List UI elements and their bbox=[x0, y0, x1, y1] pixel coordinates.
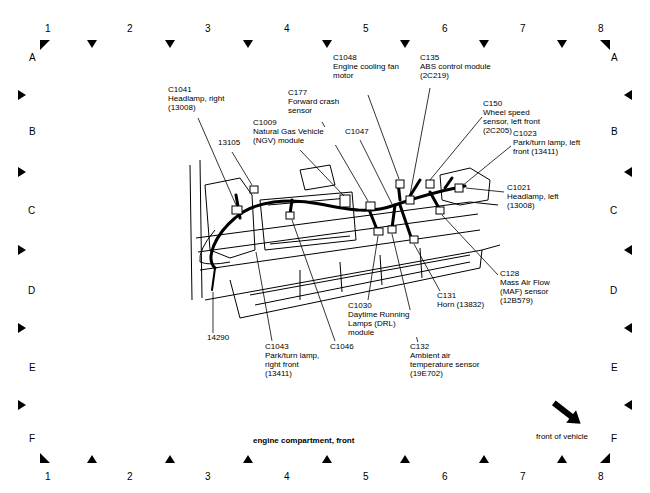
callout-label: C1041 bbox=[168, 85, 192, 94]
grid-reference: D bbox=[28, 285, 35, 296]
callout-label: ABS control module (2C219) bbox=[420, 62, 504, 80]
callout-label: C1009 bbox=[253, 118, 277, 127]
grid-reference: C bbox=[28, 205, 35, 216]
grid-reference: 7 bbox=[520, 23, 526, 34]
grid-reference: E bbox=[611, 362, 618, 373]
grid-reference: 2 bbox=[127, 471, 133, 482]
leader-lines bbox=[198, 88, 511, 343]
callout-label: front of vehicle bbox=[536, 432, 588, 441]
callout-label: C135 bbox=[420, 53, 439, 62]
vehicle-front-structure bbox=[190, 160, 500, 318]
grid-reference: A bbox=[29, 52, 36, 63]
callout-label: Park/turn lamp, right front (13411) bbox=[265, 351, 327, 378]
callout-label: C177 bbox=[288, 88, 307, 97]
grid-reference: 6 bbox=[442, 471, 448, 482]
callout-label: C1046 bbox=[330, 342, 354, 351]
callout-label: 14290 bbox=[207, 333, 229, 342]
callout-label: C1030 bbox=[348, 301, 372, 310]
grid-reference: 8 bbox=[598, 23, 604, 34]
callout-label: C1048 bbox=[333, 53, 357, 62]
callout-label: Daytime Running Lamps (DRL) module bbox=[348, 310, 420, 337]
callout-label: 13105 bbox=[218, 138, 240, 147]
grid-reference: 2 bbox=[127, 23, 133, 34]
grid-reference: F bbox=[611, 433, 617, 444]
grid-reference: 8 bbox=[598, 471, 604, 482]
grid-reference: 6 bbox=[442, 23, 448, 34]
grid-reference: 7 bbox=[520, 471, 526, 482]
callout-label: C128 bbox=[500, 269, 519, 278]
callout-label: C150 bbox=[483, 99, 502, 108]
grid-reference: 4 bbox=[284, 23, 290, 34]
connectors bbox=[232, 180, 463, 243]
callout-label: Ambient air temperature sensor (19E702) bbox=[410, 351, 492, 378]
callout-label: C132 bbox=[410, 342, 429, 351]
direction-arrow bbox=[549, 397, 586, 431]
grid-reference: B bbox=[29, 126, 36, 137]
callout-label: C1023 bbox=[513, 129, 537, 138]
callout-label: C131 bbox=[437, 291, 456, 300]
diagram-caption: engine compartment, front bbox=[253, 436, 354, 445]
grid-reference: 1 bbox=[45, 23, 51, 34]
grid-reference: A bbox=[611, 52, 618, 63]
grid-reference: C bbox=[610, 205, 617, 216]
grid-reference: F bbox=[29, 433, 35, 444]
grid-reference: 1 bbox=[45, 471, 51, 482]
callout-label: Engine cooling fan motor bbox=[333, 62, 411, 80]
grid-reference: 5 bbox=[363, 471, 369, 482]
callout-label: Natural Gas Vehicle (NGV) module bbox=[253, 127, 337, 145]
grid-reference: 3 bbox=[205, 471, 211, 482]
wiring-harness bbox=[211, 178, 465, 290]
grid-reference: 3 bbox=[205, 23, 211, 34]
grid-reference: D bbox=[610, 285, 617, 296]
grid-markers bbox=[18, 40, 632, 463]
callout-label: Horn (13832) bbox=[437, 300, 497, 309]
grid-reference: 4 bbox=[284, 471, 290, 482]
callout-label: C1043 bbox=[265, 342, 289, 351]
callout-label: C1047 bbox=[345, 127, 369, 136]
callout-label: Headlamp, right (13008) bbox=[168, 94, 232, 112]
callout-label: C1021 bbox=[507, 183, 531, 192]
callout-label: Park/turn lamp, left front (13411) bbox=[513, 138, 589, 156]
callout-label: Mass Air Flow (MAF) sensor (12B579) bbox=[500, 278, 562, 305]
callout-label: Forward crash sensor bbox=[288, 97, 352, 115]
callout-label: Headlamp, left (13008) bbox=[507, 192, 571, 210]
grid-reference: B bbox=[611, 126, 618, 137]
grid-reference: E bbox=[29, 362, 36, 373]
grid-reference: 5 bbox=[363, 23, 369, 34]
